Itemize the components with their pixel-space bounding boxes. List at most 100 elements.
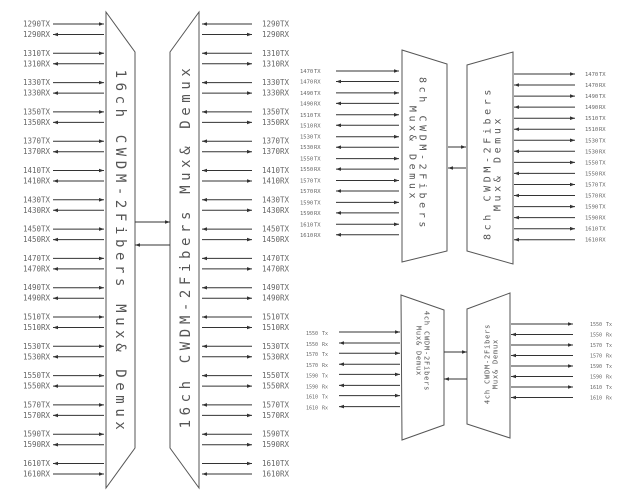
left-16ch-tx-label-wavelength: 1350 — [23, 107, 42, 116]
right-16ch-rx-arrow — [202, 208, 252, 213]
arrowhead-left-icon — [336, 211, 341, 215]
right-4ch-tx-arrow — [511, 322, 573, 326]
arrowhead-left-icon — [336, 167, 341, 171]
trunk-arrow-rx — [444, 377, 467, 381]
right-8ch-rx-label-direction: RX — [599, 105, 606, 111]
right-4ch-rx-label-direction: Rx — [606, 375, 612, 381]
left-16ch-tx-label-direction: TX — [41, 20, 51, 29]
arrowhead-right-icon — [247, 120, 252, 125]
right-16ch-tx-arrow — [202, 22, 252, 26]
arrowhead-left-icon — [514, 105, 519, 109]
arrowhead-right-icon — [394, 222, 399, 227]
left-4ch-tx-arrow — [339, 393, 400, 398]
left-4ch-rx-arrow — [339, 362, 400, 366]
left-16ch-tx-label-direction: TX — [41, 225, 51, 234]
left-4ch-tx-arrow — [339, 330, 400, 334]
right-16ch-rx-label-direction: RX — [280, 352, 290, 361]
left-16ch-tx-arrow — [53, 139, 104, 143]
left-16ch-rx-label-direction: RX — [41, 411, 51, 420]
right-16ch-tx-arrow — [202, 432, 252, 436]
right-16ch-tx-arrow — [202, 198, 252, 202]
arrowhead-right-icon — [99, 432, 104, 436]
right-16ch-tx-label-wavelength: 1410 — [262, 166, 281, 175]
right-16ch-rx-arrow — [202, 62, 252, 66]
arrowhead-right-icon — [247, 384, 252, 388]
right-8ch-rx-label-direction: RX — [599, 171, 606, 177]
right-16ch-tx-arrow — [202, 256, 252, 261]
left-8ch-rx-arrow — [336, 167, 399, 171]
right-16ch-rx-label-direction: RX — [280, 206, 290, 215]
right-16ch-rx-arrow — [202, 472, 252, 476]
left-16ch-rx-label-direction: RX — [41, 235, 51, 244]
right-8ch-rx-arrow — [514, 237, 575, 242]
right-4ch-tx-label-wavelength: 1590 — [590, 364, 602, 370]
right-8ch-tx-arrow — [514, 182, 575, 187]
left-8ch-tx-label-direction: TX — [314, 179, 321, 185]
right-8ch-rx-label-wavelength: 1590 — [585, 216, 598, 222]
arrowhead-right-icon — [99, 285, 104, 290]
arrowhead-left-icon — [135, 243, 140, 247]
arrowhead-left-icon — [511, 395, 516, 400]
arrowhead-right-icon — [99, 256, 104, 261]
right-8ch-tx-label-wavelength: 1550 — [585, 160, 598, 166]
right-16ch-rx-label-direction: RX — [280, 264, 290, 273]
left-8ch-rx-label-direction: RX — [314, 123, 321, 129]
arrowhead-right-icon — [247, 413, 252, 418]
left-16ch-rx-arrow — [53, 179, 104, 183]
left-8ch-tx-label-direction: TX — [314, 69, 321, 75]
left-16ch-tx-arrow — [53, 373, 104, 378]
left-16ch-tx-label-wavelength: 1490 — [23, 283, 42, 292]
arrowhead-left-icon — [336, 145, 341, 149]
title-line: 4ch CWDM-2Fibers — [483, 324, 491, 404]
left-16ch-tx-label-wavelength: 1470 — [23, 254, 42, 263]
left-4ch-tx-label-direction: Tx — [322, 373, 328, 379]
arrowhead-right-icon — [570, 72, 575, 76]
right-8ch-tx-arrow — [514, 94, 575, 98]
left-16ch-rx-label-direction: RX — [41, 323, 51, 332]
left-4ch-tx-label-wavelength: 1550 — [306, 331, 318, 337]
left-16ch-rx-arrow — [53, 384, 104, 388]
right-8ch-rx-label-wavelength: 1490 — [585, 105, 598, 111]
right-16ch-tx-label-wavelength: 1610 — [262, 459, 281, 468]
right-16ch-tx-arrow — [202, 403, 252, 407]
left-4ch-tx-label-wavelength: 1570 — [306, 352, 318, 358]
right-8ch-tx-label-wavelength: 1590 — [585, 205, 598, 211]
right-16ch-rx-label-wavelength: 1370 — [262, 147, 281, 156]
right-8ch-tx-arrow — [514, 116, 575, 120]
arrowhead-left-icon — [202, 403, 207, 407]
arrowhead-left-icon — [53, 384, 58, 388]
left-16ch-rx-arrow — [53, 325, 104, 330]
right-4ch-tx-label-direction: Tx — [606, 364, 612, 370]
arrowhead-left-icon — [444, 377, 449, 381]
right-16ch-rx-label-direction: RX — [280, 382, 290, 391]
arrowhead-left-icon — [202, 472, 207, 476]
right-16ch-rx-label-direction: RX — [280, 59, 290, 68]
arrowhead-right-icon — [568, 343, 573, 347]
right-8ch-rx-label-wavelength: 1550 — [585, 171, 598, 177]
arrowhead-right-icon — [570, 116, 575, 120]
right-16ch-tx-label-wavelength: 1570 — [262, 400, 281, 409]
right-16ch-rx-arrow — [202, 384, 252, 388]
arrowhead-right-icon — [395, 330, 400, 334]
left-16ch-rx-label-direction: RX — [41, 177, 51, 186]
left-4ch-tx-label-wavelength: 1610 — [306, 395, 318, 401]
arrowhead-left-icon — [202, 110, 207, 114]
left-16ch-rx-arrow — [53, 355, 104, 359]
left-4ch-rx-label-wavelength: 1590 — [306, 384, 318, 390]
right-8ch-tx-label-direction: TX — [599, 94, 606, 100]
arrowhead-right-icon — [570, 138, 575, 143]
arrowhead-right-icon — [99, 403, 104, 407]
arrowhead-right-icon — [99, 51, 104, 56]
left-8ch-rx-label-direction: RX — [314, 211, 321, 217]
left-16ch-tx-label-direction: TX — [41, 313, 51, 322]
arrowhead-left-icon — [339, 404, 344, 409]
left-4ch-tx-arrow — [339, 351, 400, 355]
left-16ch-rx-label-wavelength: 1370 — [23, 147, 42, 156]
right-8ch-rx-label-direction: RX — [599, 238, 606, 244]
right-16ch-tx-label-wavelength: 1590 — [262, 430, 281, 439]
right-8ch-tx-label-wavelength: 1610 — [585, 227, 598, 233]
left-16ch-tx-label-wavelength: 1510 — [23, 313, 42, 322]
arrowhead-left-icon — [514, 237, 519, 242]
arrowhead-right-icon — [394, 91, 399, 95]
left-16ch-tx-label-direction: TX — [41, 107, 51, 116]
